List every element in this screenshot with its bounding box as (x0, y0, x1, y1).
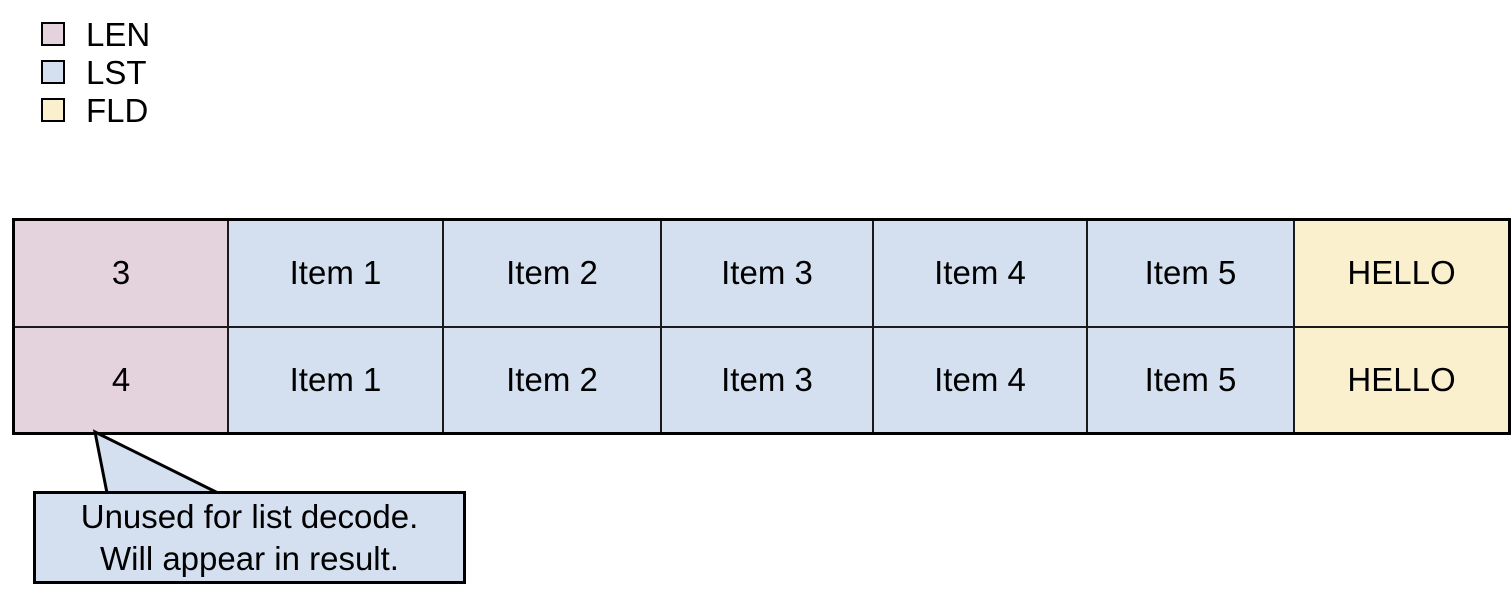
cell-len-row1: 3 (12, 218, 229, 328)
legend-item-len: LEN (41, 15, 150, 53)
callout-box[interactable]: Unused for list decode. Will appear in r… (33, 491, 466, 584)
cell-item3-row1: Item 3 (660, 218, 874, 328)
packet-layout-table: 3 Item 1 Item 2 Item 3 Item 4 Item 5 HEL… (12, 218, 1511, 435)
legend-item-lst: LST (41, 53, 150, 91)
cell-fld-row2: HELLO (1293, 325, 1511, 435)
table-row: 3 Item 1 Item 2 Item 3 Item 4 Item 5 HEL… (12, 218, 1511, 328)
cell-item4-row1: Item 4 (872, 218, 1088, 328)
cell-fld-row1: HELLO (1293, 218, 1511, 328)
cell-item2-row1: Item 2 (442, 218, 662, 328)
legend-item-fld: FLD (41, 91, 150, 129)
cell-item5-row1: Item 5 (1086, 218, 1295, 328)
table-row: 4 Item 1 Item 2 Item 3 Item 4 Item 5 HEL… (12, 325, 1511, 435)
callout-line-1: Unused for list decode. (80, 497, 419, 535)
cell-item5-row2: Item 5 (1086, 325, 1295, 435)
cell-len-row2: 4 (12, 325, 229, 435)
legend-label-lst: LST (86, 53, 147, 91)
legend: LEN LST FLD (41, 15, 150, 129)
legend-swatch-lst (41, 60, 65, 84)
cell-item2-row2: Item 2 (442, 325, 662, 435)
legend-swatch-len (41, 22, 65, 46)
legend-swatch-fld (41, 98, 65, 122)
cell-item1-row2: Item 1 (227, 325, 444, 435)
legend-label-fld: FLD (86, 91, 149, 129)
legend-label-len: LEN (86, 15, 151, 53)
callout-line-2: Will appear in result. (100, 539, 399, 577)
cell-item3-row2: Item 3 (660, 325, 874, 435)
cell-item1-row1: Item 1 (227, 218, 444, 328)
cell-item4-row2: Item 4 (872, 325, 1088, 435)
